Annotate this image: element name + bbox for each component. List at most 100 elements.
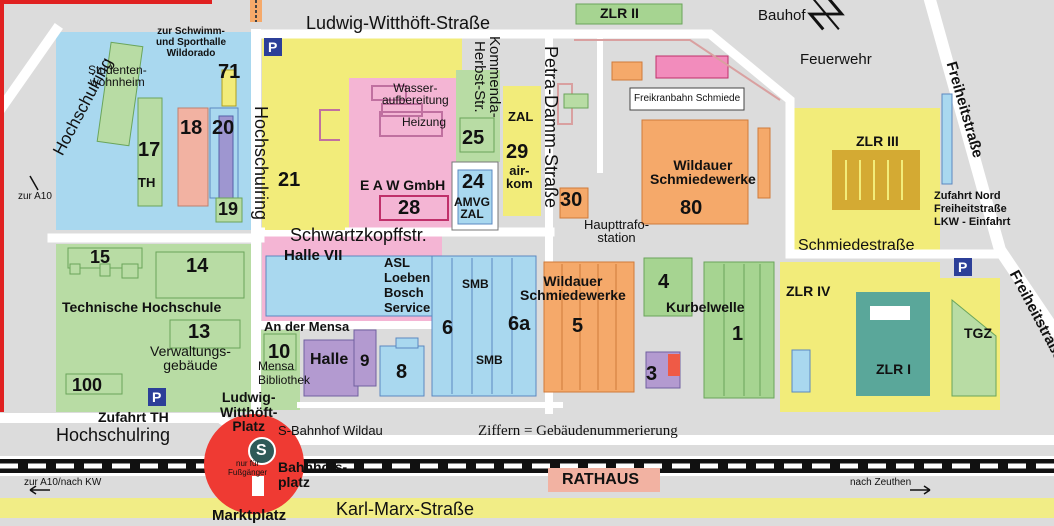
building-80-annex [757, 127, 771, 199]
building-number-80: 80 [680, 197, 703, 219]
label-kommenda-herbst-strasse: Kommenda- Herbst-Str. [471, 36, 503, 118]
label-an-der-mensa: An der Mensa [264, 319, 350, 334]
label-asl-loeben-bosch: ASL Loeben Bosch Service [384, 255, 431, 315]
building-number-29: 29 [506, 141, 529, 163]
label-rathaus: RATHAUS [562, 471, 640, 488]
block-orange-small [611, 61, 643, 81]
arrow-right-icon [910, 485, 931, 495]
label-smb-top: SMB [462, 277, 489, 291]
outline-site [574, 39, 781, 101]
label-zufahrt-nord: Zufahrt Nord Freiheitstraße LKW - Einfah… [934, 190, 1011, 229]
label-hochschulring-bottom: Hochschulring [56, 425, 171, 445]
building-10 [263, 333, 297, 371]
label-amvg-zal: AMVG ZAL [454, 195, 490, 221]
building-zlr-2 [575, 3, 683, 25]
building-number-14: 14 [186, 255, 209, 277]
building-tgz [951, 298, 997, 397]
building-wasser [371, 85, 407, 101]
label-haupttrafostation: Haupttrafo- station [584, 217, 650, 245]
building-19 [215, 197, 243, 223]
label-eaw-gmbh: E A W GmbH [360, 177, 446, 193]
label-bahnhofsplatz: Bahnhofs- platz [278, 459, 348, 490]
label-air-kom: air- kom [506, 163, 533, 191]
building-zlr-4-annex [791, 349, 811, 393]
label-zufahrt-th: Zufahrt TH [98, 409, 169, 425]
label-ludwig-witthoeft-strasse: Ludwig-Witthöft-Straße [306, 13, 491, 33]
label-technische-hochschule: Technische Hochschule [62, 299, 222, 315]
building-number-24: 24 [462, 171, 485, 193]
label-karl-marx-strasse: Karl-Marx-Straße [336, 499, 475, 519]
label-wildauer-schmiedewerke-mid: Wildauer Schmiedewerke [520, 273, 626, 303]
parking-icon [264, 38, 282, 56]
label-mensa-bibliothek: Mensa Bibliothek [258, 359, 311, 387]
building-13 [169, 319, 241, 349]
label-zur-a10-left: zur A10 [18, 191, 52, 202]
building-halle-9 [303, 339, 359, 397]
label-petra-damm-strasse: Petra-Damm-Straße [541, 46, 561, 209]
building-18 [177, 107, 209, 207]
building-8-annex [395, 337, 419, 349]
building-number-28: 28 [398, 197, 421, 219]
label-halle-7: Halle VII [284, 247, 343, 264]
parking-icon [954, 258, 972, 276]
building-5-lines [561, 264, 617, 390]
pedestrian-path [252, 476, 264, 496]
building-8 [379, 345, 425, 397]
building-3-annex [668, 354, 680, 376]
label-th: TH [138, 175, 156, 190]
label-halle-9: Halle [310, 351, 349, 368]
label-kurbelwelle: Kurbelwelle [666, 299, 745, 315]
building-9-annex [353, 329, 377, 387]
building-15-a [69, 263, 81, 275]
building-number-5: 5 [572, 315, 584, 337]
building-15-b [99, 263, 111, 277]
building-number-9: 9 [360, 351, 370, 370]
label-wasseraufbereitung: Wasser- aufbereitung [382, 81, 449, 107]
label-heizung: Heizung [402, 115, 447, 129]
building-zlr-3-lines [845, 160, 903, 200]
label-studentenwohnheim: Studenten- wohnheim [88, 63, 147, 89]
label-verwaltungsgebaeude: Verwaltungs- gebäude [150, 343, 231, 373]
building-number-13: 13 [188, 321, 211, 343]
building-number-4: 4 [658, 271, 670, 293]
building-number-20: 20 [212, 117, 235, 139]
label-tgz: TGZ [964, 325, 992, 341]
label-schwartzkopff-strasse: Schwartzkopffstr. [290, 225, 427, 245]
building-number-17: 17 [138, 139, 161, 161]
building-freikranbahn [629, 87, 745, 111]
building-17 [137, 97, 163, 207]
parking-icon [148, 388, 166, 406]
building-28 [379, 195, 449, 221]
label-wildauer-schmiedewerke-top: Wildauer Schmiedewerke [650, 157, 756, 187]
label-bauhof: Bauhof [758, 7, 806, 24]
block-green-small [563, 93, 589, 109]
building-number-10: 10 [268, 341, 291, 363]
building-24 [457, 169, 493, 225]
label-zlr-4: ZLR IV [786, 283, 831, 299]
label-nur-fuer-fussgaenger: nur für Fußgänger [228, 459, 268, 477]
building-number-8: 8 [396, 361, 408, 383]
building-21 [265, 84, 345, 230]
building-6-6a [431, 255, 537, 397]
building-15-c [121, 263, 139, 279]
label-freikranbahn: Freikranbahn Schmiede [634, 93, 741, 104]
parking-label: P [958, 259, 968, 275]
building-smb-lines [451, 258, 513, 394]
parking-label: P [268, 39, 278, 55]
zone-29 [503, 86, 541, 216]
building-rathaus [548, 468, 660, 492]
building-number-6a: 6a [508, 313, 531, 335]
parking-label: P [152, 389, 162, 405]
road-hochschulring-left [0, 23, 63, 117]
road-freiheitstrasse [923, 0, 1054, 339]
s-bahn-icon [248, 437, 276, 465]
building-heizung [379, 111, 443, 137]
building-studentenwohnheim [96, 41, 144, 147]
building-25 [459, 117, 495, 153]
building-number-19: 19 [218, 199, 239, 219]
building-number-71: 71 [218, 61, 241, 83]
label-schmiedestrasse: Schmiedestraße [798, 237, 915, 254]
building-number-15: 15 [90, 247, 111, 267]
building-30 [559, 187, 589, 219]
